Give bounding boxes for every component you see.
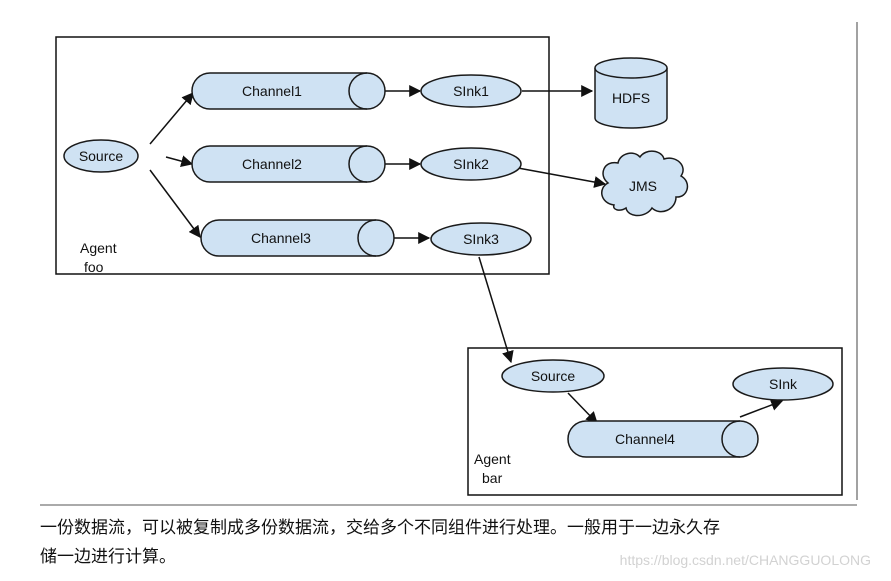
sink1-label: SInk1 xyxy=(453,83,489,99)
sink-bar-node: SInk xyxy=(732,367,834,401)
source-bar-node: Source xyxy=(501,359,605,393)
sink2-label: SInk2 xyxy=(453,156,489,172)
caption-line-1: 一份数据流，可以被复制成多份数据流，交给多个不同组件进行处理。一般用于一边永久存 xyxy=(40,518,720,538)
watermark: https://blog.csdn.net/CHANGGUOLONG xyxy=(619,552,871,568)
source-bar-label: Source xyxy=(531,368,576,384)
sink-bar-label: SInk xyxy=(769,376,798,392)
channel3-node: Channel3 xyxy=(200,219,395,257)
hdfs-label: HDFS xyxy=(612,90,650,106)
agent-bar-label-line2: bar xyxy=(482,470,503,486)
agent-bar-box xyxy=(467,347,843,496)
sink1-node: SInk1 xyxy=(420,74,522,108)
edge-sink2-jms xyxy=(517,167,607,188)
caption-line-2: 储一边进行计算。 xyxy=(40,547,176,567)
channel1-node: Channel1 xyxy=(191,72,386,110)
jms-cloud-icon: JMS xyxy=(601,150,689,217)
channel2-label: Channel2 xyxy=(242,156,302,172)
channel2-node: Channel2 xyxy=(191,145,386,183)
agent-foo-label-line2: foo xyxy=(84,259,104,275)
jms-label: JMS xyxy=(629,178,657,194)
channel3-label: Channel3 xyxy=(251,230,311,246)
channel4-label: Channel4 xyxy=(615,431,675,447)
sink3-node: SInk3 xyxy=(430,222,532,256)
source-foo-label: Source xyxy=(79,148,124,164)
agent-foo-label-line1: Agent xyxy=(80,240,117,256)
agent-bar-label-line1: Agent xyxy=(474,451,511,467)
edge-source-channel2 xyxy=(165,155,194,167)
edge-source-bar-channel4 xyxy=(567,392,598,424)
agent-foo-box xyxy=(55,36,550,275)
channel1-label: Channel1 xyxy=(242,83,302,99)
source-foo-node: Source xyxy=(63,139,139,173)
edge-channel4-sink-bar xyxy=(739,399,784,418)
edge-sink3-source-bar xyxy=(478,256,514,364)
channel4-node: Channel4 xyxy=(567,420,759,458)
sink2-node: SInk2 xyxy=(420,147,522,181)
hdfs-database-icon: HDFS xyxy=(594,57,668,129)
edges xyxy=(149,85,784,424)
edge-source-channel3 xyxy=(149,169,201,238)
edge-source-channel1 xyxy=(149,92,194,145)
sink3-label: SInk3 xyxy=(463,231,499,247)
caption-text: 一份数据流，可以被复制成多份数据流，交给多个不同组件进行处理。一般用于一边永久存… xyxy=(40,514,870,572)
